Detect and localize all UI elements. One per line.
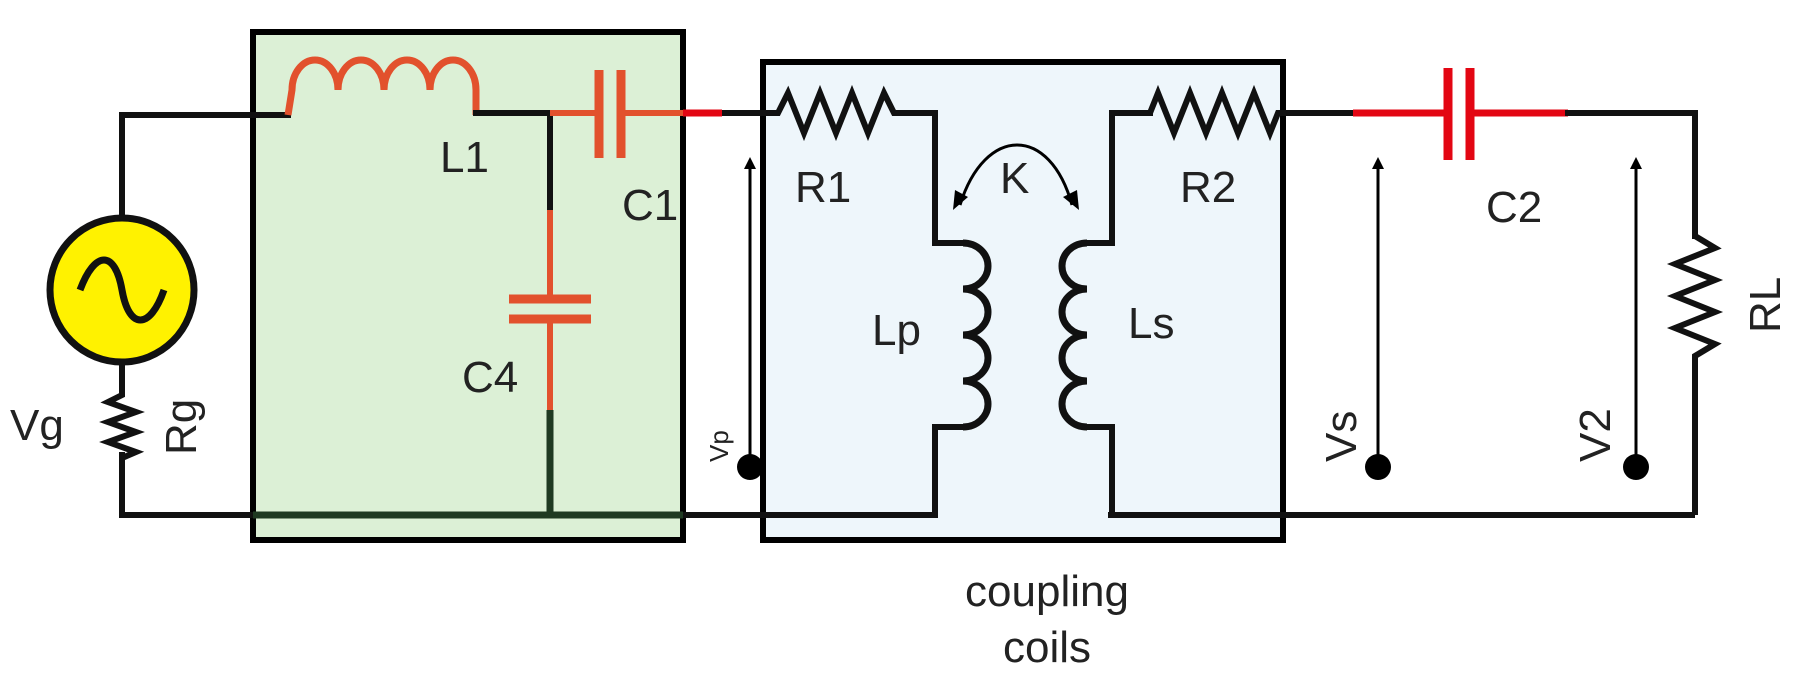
label-rg: Rg (157, 399, 206, 455)
rg-resistor (99, 362, 145, 470)
r1-resistor (770, 84, 963, 246)
label-c1: C1 (622, 181, 678, 230)
label-l1: L1 (440, 133, 489, 182)
rl-resistor (1666, 233, 1724, 515)
ls-top-wire (1084, 110, 1153, 246)
coupling-k-arrow-right (1063, 190, 1079, 210)
vp-probe-dot (737, 454, 763, 480)
vs-probe-dot (1365, 454, 1391, 480)
label-ls: Ls (1128, 299, 1174, 348)
ls-bottom-wire (1084, 424, 1115, 518)
matching-network-box (250, 29, 686, 543)
lp-inductor (962, 239, 992, 431)
label-c2: C2 (1486, 183, 1542, 232)
coupling-k-arc (958, 143, 1074, 206)
ls-inductor (1058, 239, 1088, 431)
caption-coils: coils (1003, 623, 1091, 672)
label-vs: Vs (1317, 411, 1366, 462)
lp-bottom-wire (932, 424, 966, 518)
label-v2: V2 (1571, 408, 1620, 462)
v2-probe-dot (1623, 454, 1649, 480)
label-rl: RL (1741, 277, 1790, 333)
label-vp: Vp (704, 430, 734, 462)
label-lp: Lp (872, 306, 921, 355)
coupling-coils-box (760, 59, 1286, 543)
caption-coupling: coupling (965, 567, 1129, 616)
label-k: K (1000, 154, 1029, 203)
r2-resistor (1147, 84, 1353, 142)
source-top-wire (119, 112, 291, 248)
label-c4: C4 (462, 353, 518, 402)
sine-wave-icon (76, 256, 168, 324)
label-r2: R2 (1180, 163, 1236, 212)
source-bottom-wire (119, 452, 256, 518)
label-vg: Vg (10, 401, 64, 450)
coupling-k-arrow-left (953, 190, 968, 210)
label-r1: R1 (795, 163, 851, 212)
c2-to-rl-wire (1565, 110, 1698, 239)
l1-inductor (284, 56, 480, 116)
